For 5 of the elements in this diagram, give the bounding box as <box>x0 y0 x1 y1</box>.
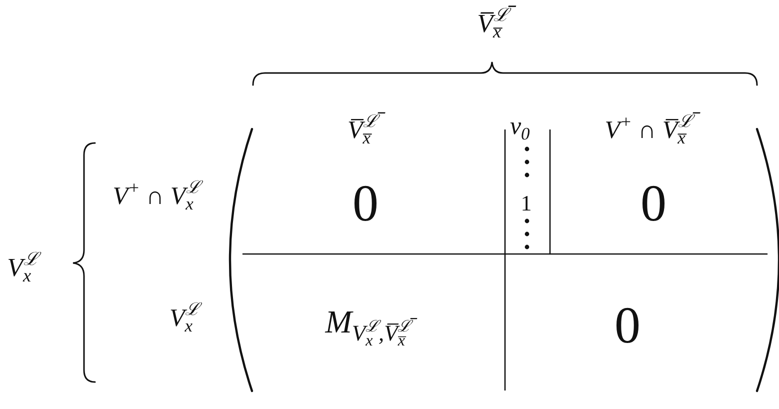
column-header: v$_{0}$ <box>508 112 531 144</box>
matrix-entry: 0 <box>352 174 380 235</box>
matrix-entry: 0 <box>640 174 668 235</box>
matrix-entry: 1 <box>520 189 533 218</box>
matrix-entry: 0 <box>614 296 642 357</box>
